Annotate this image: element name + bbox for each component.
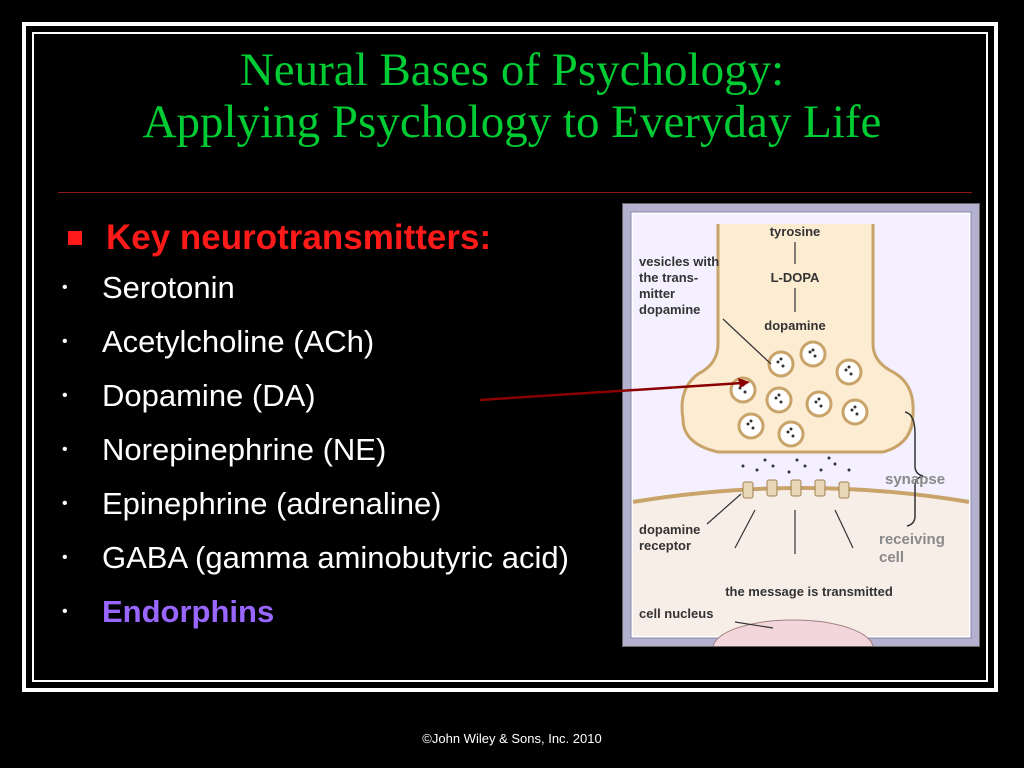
slide-title: Neural Bases of Psychology: Applying Psy… [40, 44, 984, 148]
label-vesicles-1: vesicles with [639, 254, 719, 269]
title-line-1: Neural Bases of Psychology: [239, 44, 785, 96]
synapse-diagram: tyrosine L-DOPA dopamine vesicles with t… [622, 203, 980, 647]
receiving-membrane [632, 486, 970, 504]
label-receptor-2: receptor [639, 538, 691, 553]
label-message: the message is transmitted [725, 584, 893, 599]
bullet-icon: • [62, 333, 68, 350]
bullet-icon: • [62, 387, 68, 404]
bullet-icon: • [62, 279, 68, 296]
key-neurotransmitters-heading: Key neurotransmitters: [62, 216, 642, 260]
list-item-epinephrine: • Epinephrine (adrenaline) [62, 486, 442, 521]
label-receiving-2: cell [879, 549, 904, 566]
bullet-icon: • [62, 603, 68, 620]
title-divider [58, 192, 972, 193]
list-item-norepinephrine: • Norepinephrine (NE) [62, 432, 387, 467]
list-item-acetylcholine: • Acetylcholine (ACh) [62, 324, 375, 359]
bullet-icon: • [62, 495, 68, 512]
slide-outer-border [22, 22, 998, 692]
label-tyrosine: tyrosine [770, 224, 821, 239]
label-vesicles-4: dopamine [639, 302, 700, 317]
dopamine-receptors [742, 479, 850, 499]
label-ldopa: L-DOPA [771, 270, 820, 285]
title-line-2: Applying Psychology to Everyday Life [142, 96, 882, 148]
label-synapse: synapse [885, 471, 945, 488]
label-vesicles-2: the trans- [639, 270, 698, 285]
cell-nucleus [712, 619, 874, 646]
synapse-diagram-svg: tyrosine L-DOPA dopamine vesicles with t… [630, 211, 972, 646]
label-dopamine: dopamine [764, 318, 825, 333]
bullet-list: Key neurotransmitters: • Serotonin • Ace… [62, 216, 642, 630]
square-bullet-icon [68, 231, 82, 245]
label-vesicles-3: mitter [639, 286, 675, 301]
list-item-serotonin: • Serotonin [62, 270, 235, 305]
slide-inner-border [32, 32, 988, 682]
label-receptor-1: dopamine [639, 522, 700, 537]
label-cell-nucleus: cell nucleus [639, 606, 713, 621]
bullet-icon: • [62, 549, 68, 566]
list-item-dopamine: • Dopamine (DA) [62, 378, 316, 413]
label-receiving-1: receiving [879, 531, 945, 548]
copyright-footer: ©John Wiley & Sons, Inc. 2010 [422, 731, 602, 746]
bullet-icon: • [62, 441, 68, 458]
list-item-endorphins: • Endorphins [62, 594, 275, 629]
list-item-gaba: • GABA (gamma aminobutyric acid) [62, 540, 569, 575]
